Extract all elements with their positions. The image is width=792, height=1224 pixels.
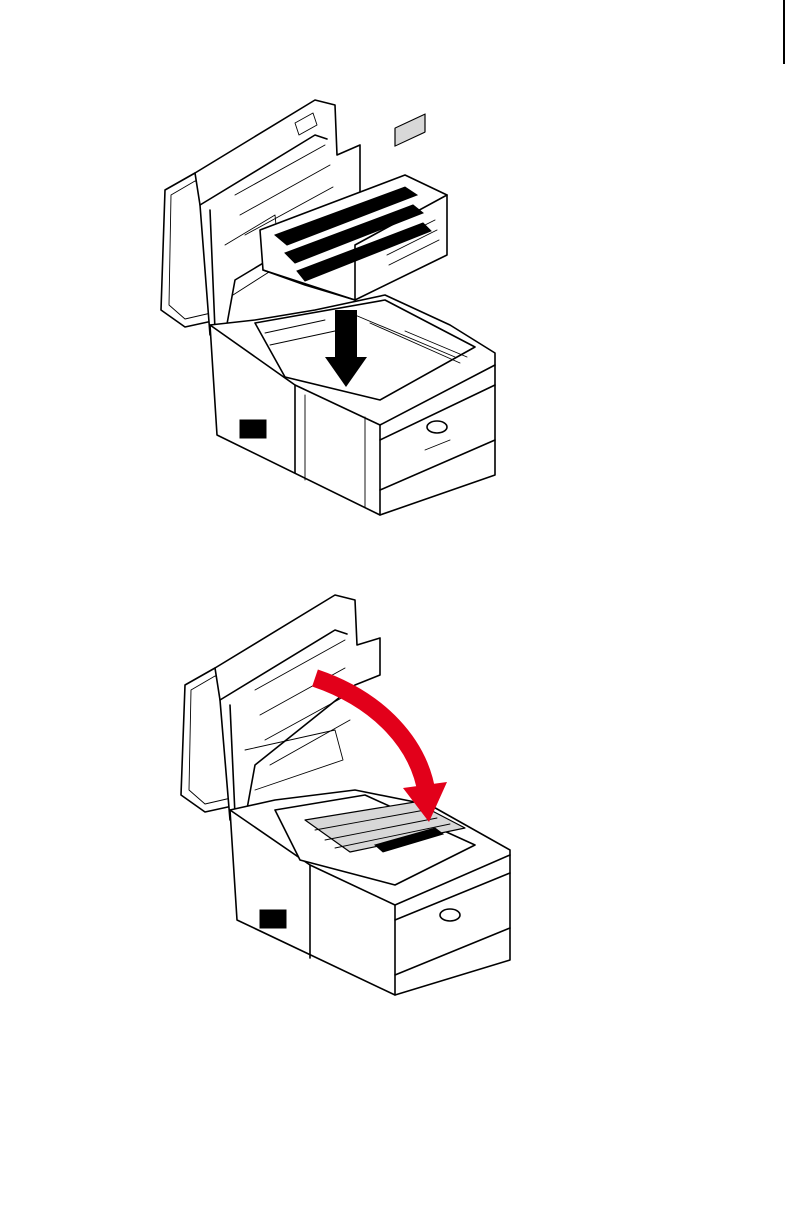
panel-label: [240, 420, 266, 438]
figure-close-cover: [175, 590, 520, 1000]
top-cover: [215, 595, 380, 820]
panel-label: [260, 910, 286, 928]
figure-insert-drum: [155, 95, 505, 520]
page-edge-rule: [783, 0, 785, 64]
printer-illustration-1: [155, 95, 505, 520]
cover-release-button: [440, 909, 460, 921]
cover-release-button: [427, 421, 447, 433]
printer-illustration-2: [175, 590, 520, 1000]
